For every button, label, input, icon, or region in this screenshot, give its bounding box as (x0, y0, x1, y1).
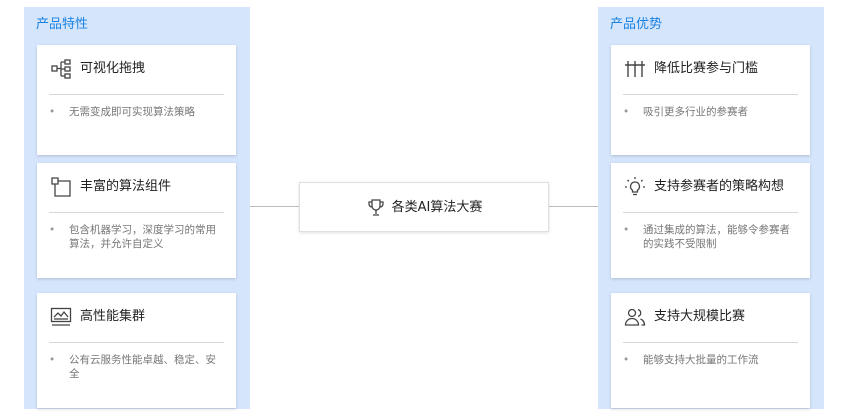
divider (623, 212, 798, 213)
advantage-card-strategy-ideas: 支持参赛者的策略构想 • 通过集成的算法，能够令参赛者的实践不受限制 (611, 163, 810, 278)
divider (623, 94, 798, 95)
advantage-card-lower-threshold: 降低比赛参与门槛 • 吸引更多行业的参赛者 (611, 45, 810, 155)
center-node: 各类AI算法大赛 (299, 182, 549, 232)
card-title: 支持参赛者的策略构想 (654, 179, 785, 194)
card-title: 降低比赛参与门槛 (654, 61, 759, 76)
monitor-chart-icon (50, 306, 72, 328)
connector-right (549, 206, 598, 207)
feature-card-high-performance-cluster: 高性能集群 • 公有云服务性能卓越、稳定、安全 (37, 293, 236, 408)
advantage-card-large-scale: 支持大规模比赛 • 能够支持大批量的工作流 (611, 293, 810, 408)
advantages-panel: 产品优势 降低比赛参与门槛 • 吸引更多行业的参赛者 (598, 7, 824, 409)
divider (49, 342, 224, 343)
panel-title: 产品特性 (36, 17, 89, 32)
connector-left (250, 206, 299, 207)
component-icon (50, 176, 72, 198)
bullet: • (623, 106, 630, 118)
panel-title: 产品优势 (610, 17, 663, 32)
flow-drag-icon (50, 58, 72, 80)
bullet: • (49, 224, 56, 236)
features-panel: 产品特性 可视化拖拽 • 无需变成即可实现算法策略 (24, 7, 250, 409)
bullet: • (623, 354, 630, 366)
bullet: • (623, 224, 630, 236)
barrier-icon (624, 58, 646, 80)
divider (623, 342, 798, 343)
card-description: 公有云服务性能卓越、稳定、安全 (69, 354, 216, 380)
lightbulb-icon (624, 176, 646, 198)
center-label: 各类AI算法大赛 (391, 200, 483, 215)
card-title: 可视化拖拽 (80, 61, 146, 76)
trophy-icon (366, 198, 386, 218)
card-title: 高性能集群 (80, 309, 146, 324)
feature-card-visual-drag: 可视化拖拽 • 无需变成即可实现算法策略 (37, 45, 236, 155)
bullet: • (49, 106, 56, 118)
divider (49, 212, 224, 213)
card-description: 通过集成的算法，能够令参赛者的实践不受限制 (643, 224, 790, 250)
users-icon (624, 306, 646, 328)
feature-card-algorithm-components: 丰富的算法组件 • 包含机器学习，深度学习的常用算法，并允许自定义 (37, 163, 236, 278)
card-title: 丰富的算法组件 (80, 179, 172, 194)
divider (49, 94, 224, 95)
card-description: 吸引更多行业的参赛者 (643, 106, 748, 118)
card-description: 包含机器学习，深度学习的常用算法，并允许自定义 (69, 224, 216, 250)
bullet: • (49, 354, 56, 366)
card-title: 支持大规模比赛 (654, 309, 746, 324)
card-description: 无需变成即可实现算法策略 (69, 106, 195, 118)
card-description: 能够支持大批量的工作流 (643, 354, 759, 366)
